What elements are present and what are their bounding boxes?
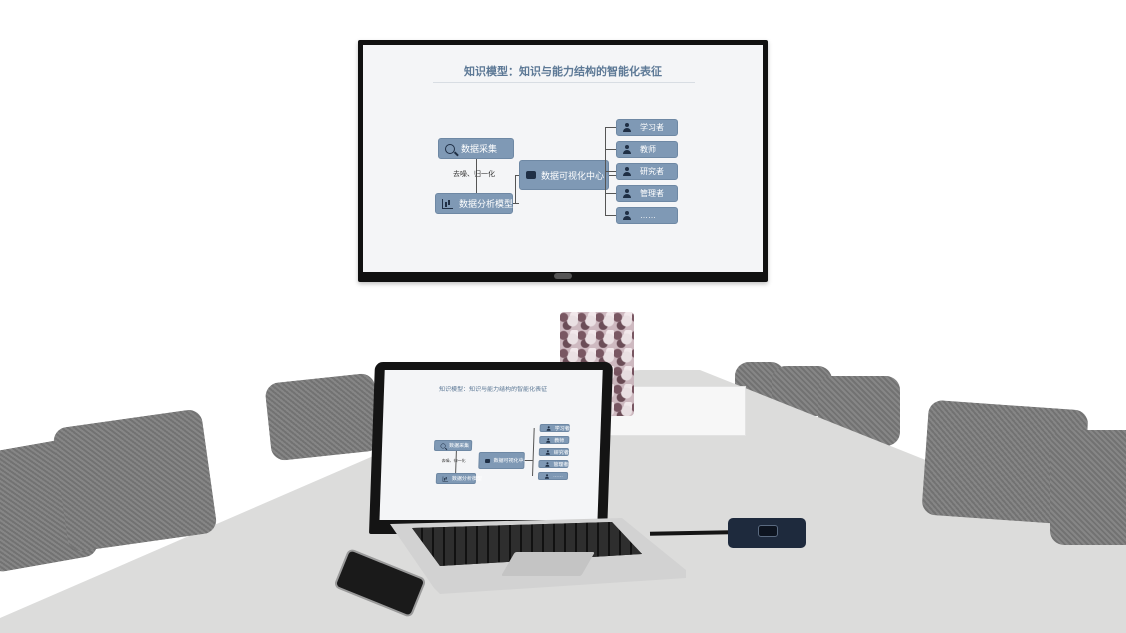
tv-connector xyxy=(513,203,519,204)
chair xyxy=(264,372,382,462)
search-icon xyxy=(440,443,446,448)
tv-data-analyze-box: 数据分析模型 xyxy=(435,193,513,214)
laptop-role-researcher: 研究者 xyxy=(538,448,569,456)
laptop-role-manager: 管理者 xyxy=(538,460,569,468)
tv-connector xyxy=(476,159,477,193)
dongle-button xyxy=(758,525,778,537)
laptop-trackpad xyxy=(501,552,595,576)
tv-data-collect-box: 数据采集 xyxy=(438,138,514,159)
tv-role-manager: 管理者 xyxy=(616,185,678,202)
laptop-dedup-note: 去噪、归一化 xyxy=(441,458,466,463)
laptop-connector xyxy=(524,460,533,461)
person-icon xyxy=(622,167,632,176)
tv-role-label: …… xyxy=(640,211,656,220)
bar-chart-icon xyxy=(442,476,449,481)
laptop-screen: 知识模型：知识与能力结构的智能化表征 数据采集 去噪、归一化 数据分析模型 数据… xyxy=(379,370,603,520)
laptop-role-label: 研究者 xyxy=(553,449,569,456)
tv-role-learner: 学习者 xyxy=(616,119,678,136)
dashboard-icon xyxy=(484,458,491,463)
tv-connector xyxy=(515,175,516,203)
laptop-data-collect-label: 数据采集 xyxy=(448,443,470,449)
tv-visualization-center-box: 数据可视化中心 xyxy=(519,160,609,190)
person-icon xyxy=(545,462,550,467)
laptop-slide-title: 知识模型：知识与能力结构的智能化表征 xyxy=(438,387,548,393)
person-icon xyxy=(545,450,550,455)
tv-visualization-center-label: 数据可视化中心 xyxy=(541,170,605,181)
laptop-connector xyxy=(532,428,535,476)
tv-connector xyxy=(605,193,616,194)
laptop-role-label: 教师 xyxy=(554,437,565,444)
tv-brand-logo xyxy=(554,273,572,279)
tv-connector xyxy=(515,175,519,176)
laptop-data-analyze-label: 数据分析模型 xyxy=(451,476,483,482)
tv-dedup-note: 去噪、归一化 xyxy=(453,171,495,178)
tv-role-label: 管理者 xyxy=(640,189,664,198)
tv-role-label: 学习者 xyxy=(640,123,664,132)
laptop-data-collect-box: 数据采集 xyxy=(433,440,473,451)
search-icon xyxy=(445,143,455,154)
tv-screen: 知识模型：知识与能力结构的智能化表征 数据采集 去噪、归一化 数据分析模型 数据… xyxy=(363,45,763,272)
laptop-data-analyze-box: 数据分析模型 xyxy=(435,473,482,484)
tv-data-collect-label: 数据采集 xyxy=(461,144,498,154)
person-icon xyxy=(544,474,549,479)
laptop-role-label: …… xyxy=(552,473,564,479)
wireless-presentation-dongle xyxy=(728,518,806,548)
tv-connector xyxy=(605,215,616,216)
laptop-role-label: 学习者 xyxy=(554,425,570,432)
bar-chart-icon xyxy=(442,198,453,209)
tv-role-label: 教师 xyxy=(640,145,656,154)
person-icon xyxy=(622,189,632,198)
person-icon xyxy=(546,426,551,431)
tv-role-researcher: 研究者 xyxy=(616,163,678,180)
laptop-visualization-center-label: 数据可视化中心 xyxy=(493,458,529,464)
wall-tv: 知识模型：知识与能力结构的智能化表征 数据采集 去噪、归一化 数据分析模型 数据… xyxy=(358,40,768,282)
tv-role-label: 研究者 xyxy=(640,167,664,176)
tv-connector xyxy=(605,171,616,172)
tv-data-analyze-label: 数据分析模型 xyxy=(459,199,514,209)
laptop-role-more: …… xyxy=(537,472,569,480)
tv-role-more: …… xyxy=(616,207,678,224)
person-icon xyxy=(622,211,632,220)
laptop-role-learner: 学习者 xyxy=(539,424,570,432)
person-icon xyxy=(546,438,551,443)
dashboard-icon xyxy=(526,171,536,179)
tv-slide-title: 知识模型：知识与能力结构的智能化表征 xyxy=(464,66,662,78)
tv-title-rule xyxy=(433,82,695,83)
tv-role-teacher: 教师 xyxy=(616,141,678,158)
tv-connector xyxy=(605,149,616,150)
tv-connector xyxy=(605,127,616,128)
chair xyxy=(52,408,218,553)
person-icon xyxy=(622,123,632,132)
laptop-lid: 知识模型：知识与能力结构的智能化表征 数据采集 去噪、归一化 数据分析模型 数据… xyxy=(368,362,614,534)
chair xyxy=(1050,430,1126,545)
laptop-visualization-center-box: 数据可视化中心 xyxy=(478,452,529,469)
laptop-role-label: 管理者 xyxy=(553,461,569,468)
tv-connector xyxy=(609,175,617,176)
person-icon xyxy=(622,145,632,154)
laptop-role-teacher: 教师 xyxy=(539,436,570,444)
